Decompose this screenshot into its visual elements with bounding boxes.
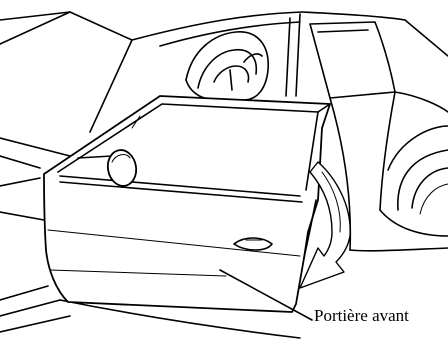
seat (186, 32, 268, 100)
front-door-label: Portière avant (314, 307, 409, 324)
front-door (44, 96, 330, 312)
